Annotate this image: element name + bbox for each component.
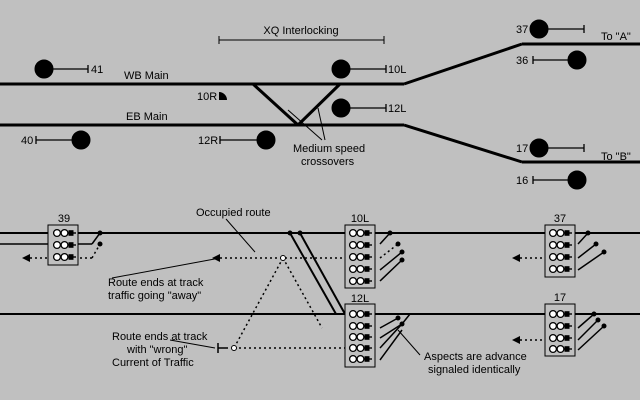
wb-main-label: WB Main — [124, 70, 169, 82]
signal-37-label: 37 — [516, 24, 528, 36]
crossover-note-2: crossovers — [301, 156, 355, 168]
away-note-1: Route ends at track — [108, 277, 204, 289]
panel-signal-39 — [47, 224, 79, 266]
signal-37 — [529, 19, 549, 39]
signal-12l-label: 12L — [388, 103, 406, 115]
panel-head-17: 17 — [554, 292, 566, 304]
advance-note-1: Aspects are advance — [424, 351, 527, 363]
signal-40 — [71, 130, 91, 150]
wrong-note-2: with "wrong" — [126, 344, 187, 356]
to-b-label: To "B" — [601, 151, 631, 163]
signal-10r-label: 10R — [197, 91, 217, 103]
track-to-b-curve — [403, 123, 523, 164]
signal-16 — [567, 170, 587, 190]
signal-41-label: 41 — [91, 64, 103, 76]
panel-head-12l: 12L — [351, 293, 369, 305]
crossover-note-1: Medium speed — [293, 143, 365, 155]
signal-36-label: 36 — [516, 55, 528, 67]
away-note-2: traffic going "away" — [108, 290, 201, 302]
wrong-note-3: Current of Traffic — [112, 357, 194, 369]
signal-12r — [256, 130, 276, 150]
signal-36 — [567, 50, 587, 70]
signal-40-label: 40 — [21, 135, 33, 147]
advance-note-2: signaled identically — [428, 364, 521, 376]
signal-16-label: 16 — [516, 175, 528, 187]
crossover-right — [296, 82, 342, 127]
panel-head-37: 37 — [554, 213, 566, 225]
crossover-left — [251, 82, 300, 127]
panel-signal-37 — [544, 224, 576, 278]
panel-head-39: 39 — [58, 213, 70, 225]
panel-signal-12l — [344, 303, 376, 368]
track-to-a-curve — [403, 42, 523, 86]
interlocking-title: XQ Interlocking — [263, 25, 338, 37]
wrong-note-1: Route ends at track — [112, 331, 208, 343]
panel-signal-10l — [344, 224, 376, 289]
panel-diagram — [0, 218, 640, 361]
occupied-route-label: Occupied route — [196, 207, 271, 219]
panel-signal-17 — [544, 303, 576, 357]
signal-17 — [529, 138, 549, 158]
signal-10l — [331, 59, 351, 79]
signal-12r-label: 12R — [198, 135, 218, 147]
signal-10l-label: 10L — [388, 64, 406, 76]
top-schematic — [0, 19, 640, 190]
panel-head-10l: 10L — [351, 213, 369, 225]
eb-main-label: EB Main — [126, 111, 168, 123]
signal-12l — [331, 98, 351, 118]
signal-41 — [34, 59, 54, 79]
signal-10r-dwarf — [219, 92, 227, 100]
to-a-label: To "A" — [601, 31, 631, 43]
signal-17-label: 17 — [516, 143, 528, 155]
